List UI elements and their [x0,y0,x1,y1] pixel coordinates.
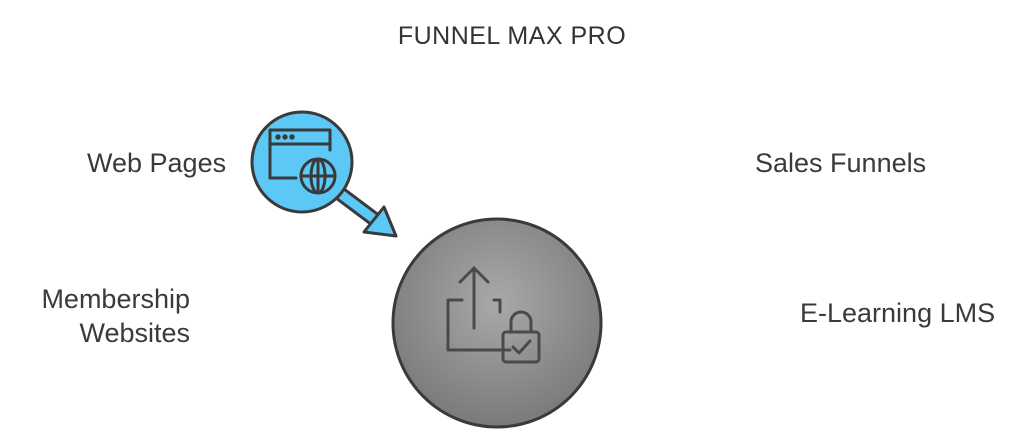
diagram-title: FUNNEL MAX PRO [397,22,627,50]
upload-lock-icon [446,266,541,364]
label-membership: Membership Websites [41,284,190,348]
label-web-pages: Web Pages [87,148,227,178]
node-web-pages [250,110,398,238]
center-node [391,217,603,429]
label-sales-funnels: Sales Funnels [755,148,927,178]
label-elearning: E-Learning LMS [800,298,996,328]
browser-globe-icon [268,128,337,195]
